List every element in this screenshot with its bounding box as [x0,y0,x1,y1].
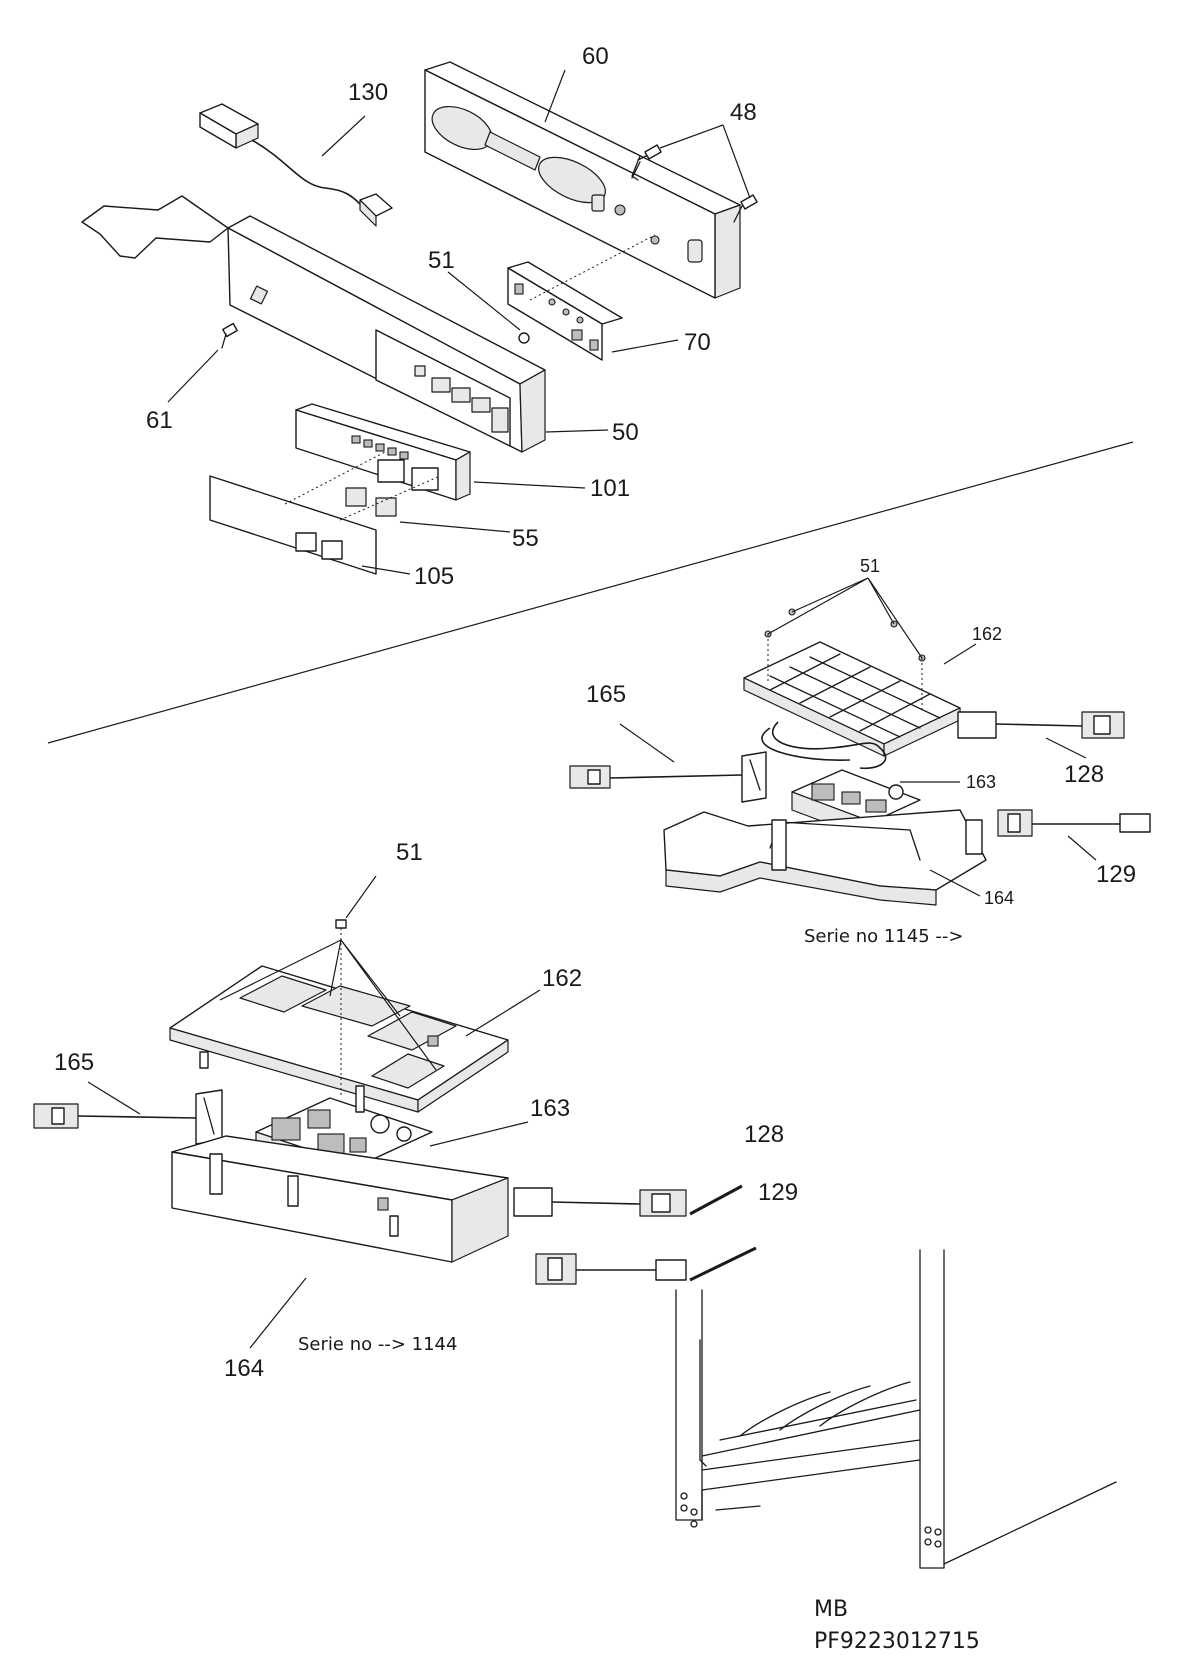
part-55-buttons [345,487,397,517]
part-164-housing [171,1135,509,1263]
divider-line [47,441,1134,744]
callout-128-right: 128 [1064,761,1104,788]
part-164-housing [663,809,987,906]
part-129-connector [997,809,1151,837]
callout-105: 105 [414,563,454,590]
part-165-connector [569,751,767,803]
serie-note-old: Serie no --> 1144 [298,1334,457,1355]
part-61-screw [221,322,238,349]
part-70-pcb [507,261,623,361]
part-101-keypad-frame [295,403,471,501]
part-128-connector [513,1187,687,1217]
callout-51-top: 51 [428,247,455,274]
serie-note-new: Serie no 1145 --> [804,926,963,947]
screw-icon [335,919,347,929]
callout-130: 130 [348,79,388,106]
part-number: PF9223012715 [814,1629,980,1654]
callout-163-right: 163 [966,772,996,792]
callout-61: 61 [146,407,173,434]
callout-55: 55 [512,525,539,552]
part-60-rear-panel [424,61,741,299]
callout-50: 50 [612,419,639,446]
model-code: MB [814,1597,848,1622]
callout-70: 70 [684,329,711,356]
part-50-front-panel [81,195,546,453]
part-128-connector [957,711,1125,739]
new-series-assembly [569,577,1151,906]
callout-51-left: 51 [396,839,423,866]
callout-101: 101 [590,475,630,502]
part-48-screws [631,144,758,223]
callout-164-right: 164 [984,888,1014,908]
callout-164-left: 164 [224,1355,264,1382]
control-panel-assembly [81,61,758,575]
callout-165-left: 165 [54,1049,94,1076]
callout-129-right: 129 [1096,861,1136,888]
callout-163-left: 163 [530,1095,570,1122]
callout-60: 60 [582,43,609,70]
callout-51-right: 51 [860,556,880,576]
cabinet-location-view [675,1249,1117,1569]
callout-162-right: 162 [972,624,1002,644]
part-105-label-film [209,475,377,575]
callout-165-right: 165 [586,681,626,708]
callout-48: 48 [730,99,757,126]
part-162-grid-cover [743,641,961,757]
callout-128-left: 128 [744,1121,784,1148]
old-series-assembly [33,875,757,1349]
part-165-connector [33,1089,223,1145]
callout-162-left: 162 [542,965,582,992]
part-129-connector [535,1253,687,1285]
callout-129-left: 129 [758,1179,798,1206]
part-130-cable [199,103,393,227]
